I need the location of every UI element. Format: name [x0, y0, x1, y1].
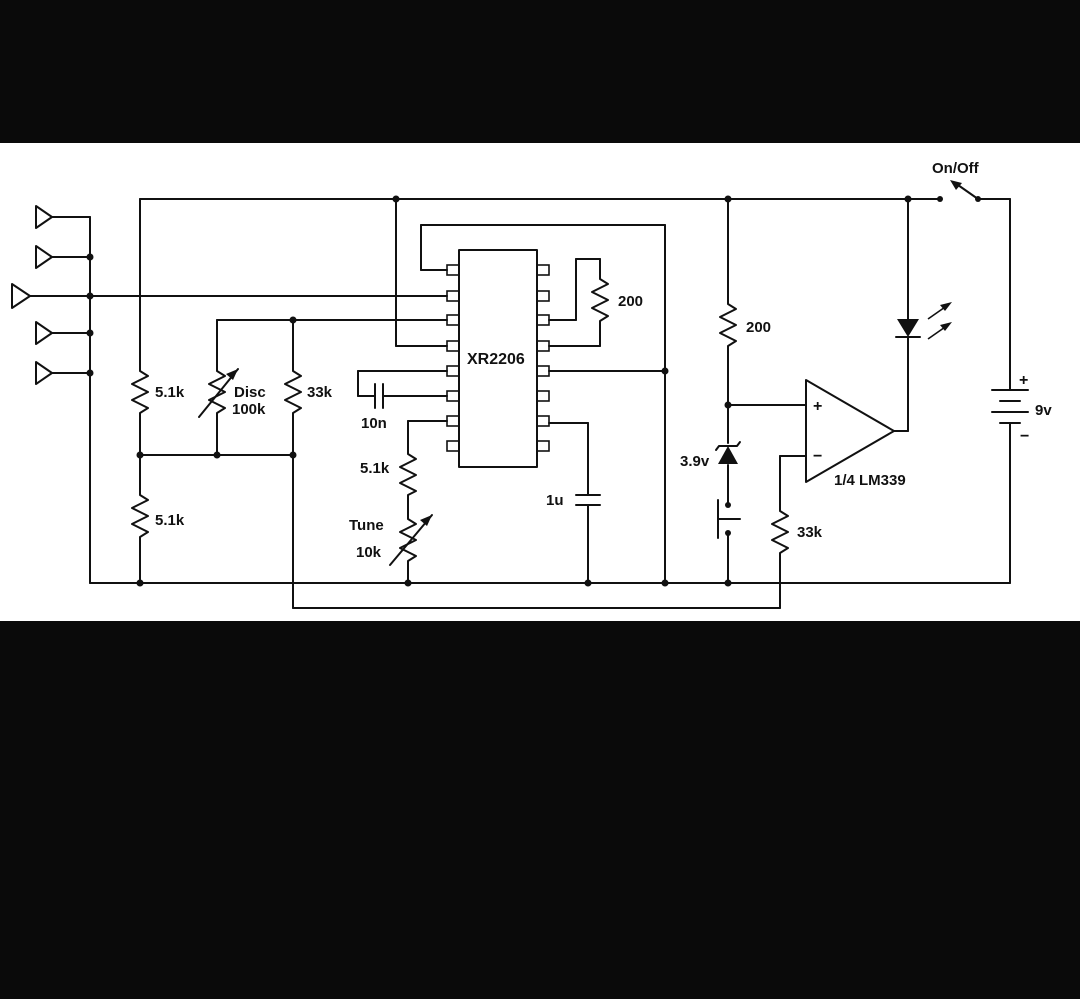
ic-right-wiring	[548, 258, 666, 584]
zener-diode	[715, 441, 741, 464]
label-battery-minus: −	[1020, 428, 1029, 445]
label-disc-name: Disc	[234, 384, 266, 401]
label-tune-name: Tune	[349, 517, 384, 534]
label-power-switch: On/Off	[932, 160, 980, 177]
tune-potentiometer	[389, 512, 433, 574]
label-200-reference: 200	[746, 319, 771, 336]
disc-wires	[216, 319, 781, 609]
sensor-pad-4	[35, 361, 91, 385]
label-comparator: 1/4 LM339	[834, 472, 906, 489]
label-disc-value: 100k	[232, 401, 266, 418]
label-33k-right: 33k	[797, 524, 823, 541]
resistor-200-ic	[591, 272, 609, 328]
label-10n: 10n	[361, 415, 387, 432]
label-comparator-plus: +	[813, 398, 822, 415]
ic-left-wiring	[357, 198, 666, 584]
sensor-pad-2	[35, 245, 91, 269]
resistor-200-reference	[719, 297, 737, 353]
pushbutton-switch	[717, 499, 741, 539]
label-200-ic: 200	[618, 293, 643, 310]
resistor-divider-bottom	[131, 488, 149, 544]
label-timing-5k1: 5.1k	[360, 460, 390, 477]
label-ic: XR2206	[467, 351, 525, 368]
capacitor-10n	[374, 383, 384, 409]
resistor-33k-left	[284, 364, 302, 420]
label-tune-value: 10k	[356, 544, 382, 561]
sensor-pad-input	[11, 283, 448, 309]
resistor-33k-right	[771, 504, 789, 560]
label-comparator-minus: −	[813, 448, 822, 465]
comparator-lm339	[805, 379, 909, 483]
label-zener: 3.9v	[680, 453, 710, 470]
bottom-rail	[89, 432, 1011, 584]
circuit-schematic: 5.1k 5.1k Disc 100k 33k	[11, 160, 1052, 609]
sensor-pad-1	[35, 205, 91, 229]
label-divider-top: 5.1k	[155, 384, 185, 401]
schematic-panel: 5.1k 5.1k Disc 100k 33k	[0, 143, 1080, 621]
resistor-divider-top	[131, 364, 149, 420]
label-33k-left: 33k	[307, 384, 333, 401]
label-divider-bottom: 5.1k	[155, 512, 185, 529]
resistor-timing-5k1	[399, 447, 417, 499]
junction-dots	[86, 195, 912, 587]
comparator-minus-wiring	[779, 455, 807, 609]
disc-potentiometer	[198, 364, 239, 420]
sensor-pad-3	[35, 321, 91, 345]
label-battery-value: 9v	[1035, 402, 1052, 419]
reference-wires	[727, 198, 807, 584]
top-rail	[139, 198, 1011, 389]
label-1u: 1u	[546, 492, 564, 509]
battery-9v	[991, 387, 1029, 434]
ic-xr2206	[446, 249, 550, 468]
power-switch	[937, 180, 981, 202]
label-battery-plus: +	[1019, 372, 1028, 389]
capacitor-1u	[575, 494, 601, 506]
led-indicator	[895, 198, 952, 432]
